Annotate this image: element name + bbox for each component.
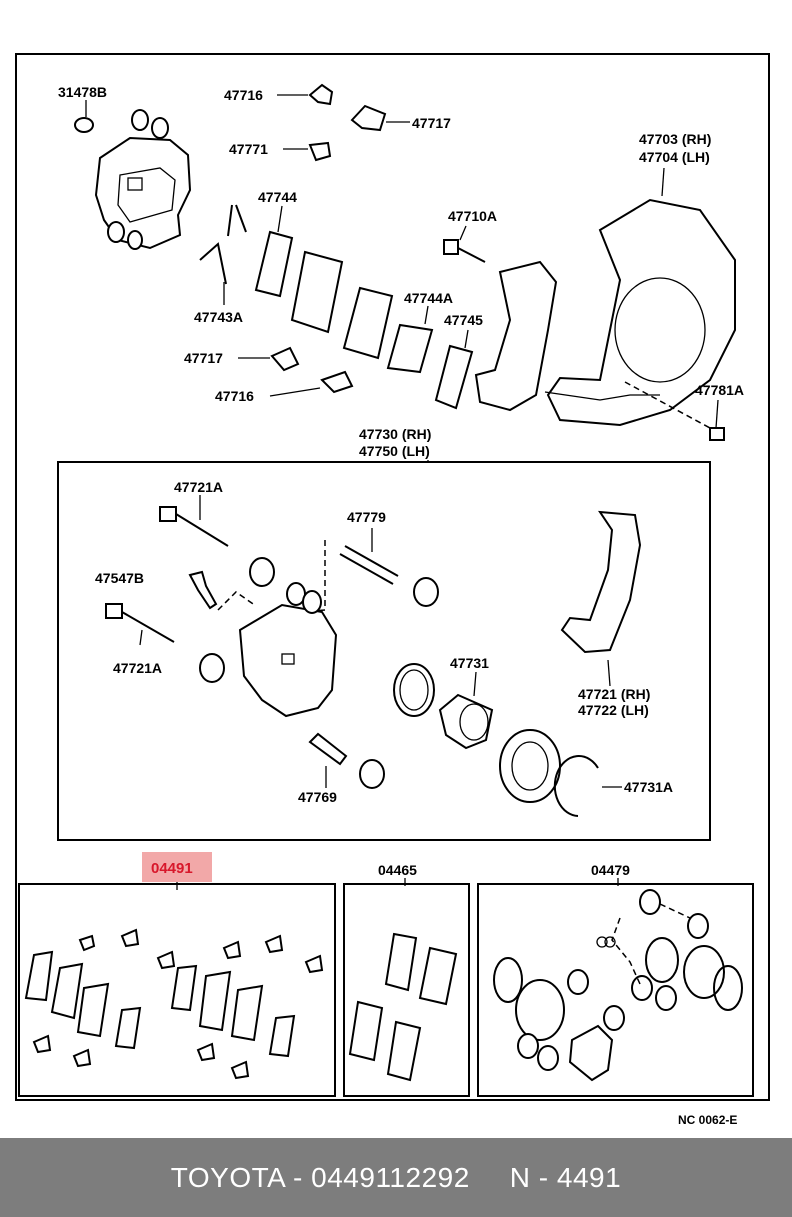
boot-2 xyxy=(413,577,439,607)
kit-box-04465 xyxy=(343,883,470,1097)
bolt-47721a-lower xyxy=(105,603,175,646)
piston xyxy=(438,671,494,750)
label-47731a: 47731A xyxy=(624,779,673,795)
label-47730: 47730 (RH) xyxy=(359,426,431,442)
shim-47771 xyxy=(308,141,332,162)
brake-pad-outer xyxy=(290,250,344,334)
label-47716-bottom: 47716 xyxy=(215,388,254,404)
label-47717-top: 47717 xyxy=(412,115,451,131)
ring-31478b xyxy=(74,117,94,133)
bleeder-47547b xyxy=(188,570,218,610)
bolt-47721a-upper xyxy=(159,495,229,547)
label-47722: 47722 (LH) xyxy=(578,702,649,718)
label-47743a: 47743A xyxy=(194,309,243,325)
boot-1 xyxy=(249,557,275,587)
diagram-code: NC 0062-E xyxy=(678,1113,737,1127)
highlight-04491 xyxy=(142,852,212,882)
label-47704: 47704 (LH) xyxy=(639,149,710,165)
kit-04465-contents xyxy=(348,932,458,1082)
label-47710a: 47710A xyxy=(448,208,497,224)
footer-reference: N - 4491 xyxy=(509,1161,622,1193)
boot-3 xyxy=(199,653,225,683)
label-47744a: 47744A xyxy=(404,290,453,306)
snap-ring-47731a xyxy=(553,755,599,817)
pad-47744a xyxy=(386,323,434,374)
label-47745: 47745 xyxy=(444,312,483,328)
pin-47769 xyxy=(308,732,348,788)
kit-label-04491: 04491 xyxy=(151,860,193,877)
bolt-line-47781a xyxy=(624,381,711,429)
footer-part-number: TOYOTA - 0449112292 xyxy=(170,1161,470,1193)
caliper-assembly-box xyxy=(57,461,711,841)
piston-boot xyxy=(499,729,561,803)
clip-47717-bottom xyxy=(270,346,300,372)
label-47717-bottom: 47717 xyxy=(184,350,223,366)
outer-frame xyxy=(15,53,770,1101)
brake-pad-inner xyxy=(342,286,394,360)
kit-04491-contents xyxy=(24,928,324,1080)
caliper-body xyxy=(238,582,338,718)
caliper-bracket-47721 xyxy=(560,510,642,654)
label-47779: 47779 xyxy=(347,509,386,525)
pin-47779 xyxy=(339,528,399,585)
caliper-upper-left xyxy=(94,109,192,250)
label-47781a: 47781A xyxy=(695,382,744,398)
kit-label-04479: 04479 xyxy=(591,862,630,878)
label-47547b: 47547B xyxy=(95,570,144,586)
clip-47717-top xyxy=(350,104,387,132)
bolt-47781a xyxy=(709,427,725,441)
seal-47731 xyxy=(393,663,435,717)
dust-shield xyxy=(544,167,736,427)
label-47721: 47721 (RH) xyxy=(578,686,650,702)
label-47744: 47744 xyxy=(258,189,297,205)
label-47721a-lower: 47721A xyxy=(113,660,162,676)
caliper-bracket xyxy=(474,260,558,412)
parts-diagram: 31478B 47716 47717 47771 47703 (RH) 4770… xyxy=(15,53,770,1127)
label-47769: 47769 xyxy=(298,789,337,805)
clip-47716-bottom xyxy=(320,370,354,394)
shim-47745 xyxy=(434,344,474,410)
spring-47743a xyxy=(199,204,247,285)
label-47750: 47750 (LH) xyxy=(359,443,430,459)
label-47703: 47703 (RH) xyxy=(639,131,711,147)
clip-47716-top xyxy=(308,83,334,106)
shim-47744 xyxy=(254,230,294,298)
kit-box-04479 xyxy=(477,883,754,1097)
bolt-47710a xyxy=(443,225,486,263)
label-47771: 47771 xyxy=(229,141,268,157)
footer-bar: TOYOTA - 0449112292 N - 4491 xyxy=(0,1138,792,1217)
label-47731: 47731 xyxy=(450,655,489,671)
label-47721a-upper: 47721A xyxy=(174,479,223,495)
kit-04479-contents xyxy=(493,889,743,1082)
label-31478b: 31478B xyxy=(58,84,107,100)
boot-4 xyxy=(359,759,385,789)
kit-label-04465: 04465 xyxy=(378,862,417,878)
label-47716-top: 47716 xyxy=(224,87,263,103)
